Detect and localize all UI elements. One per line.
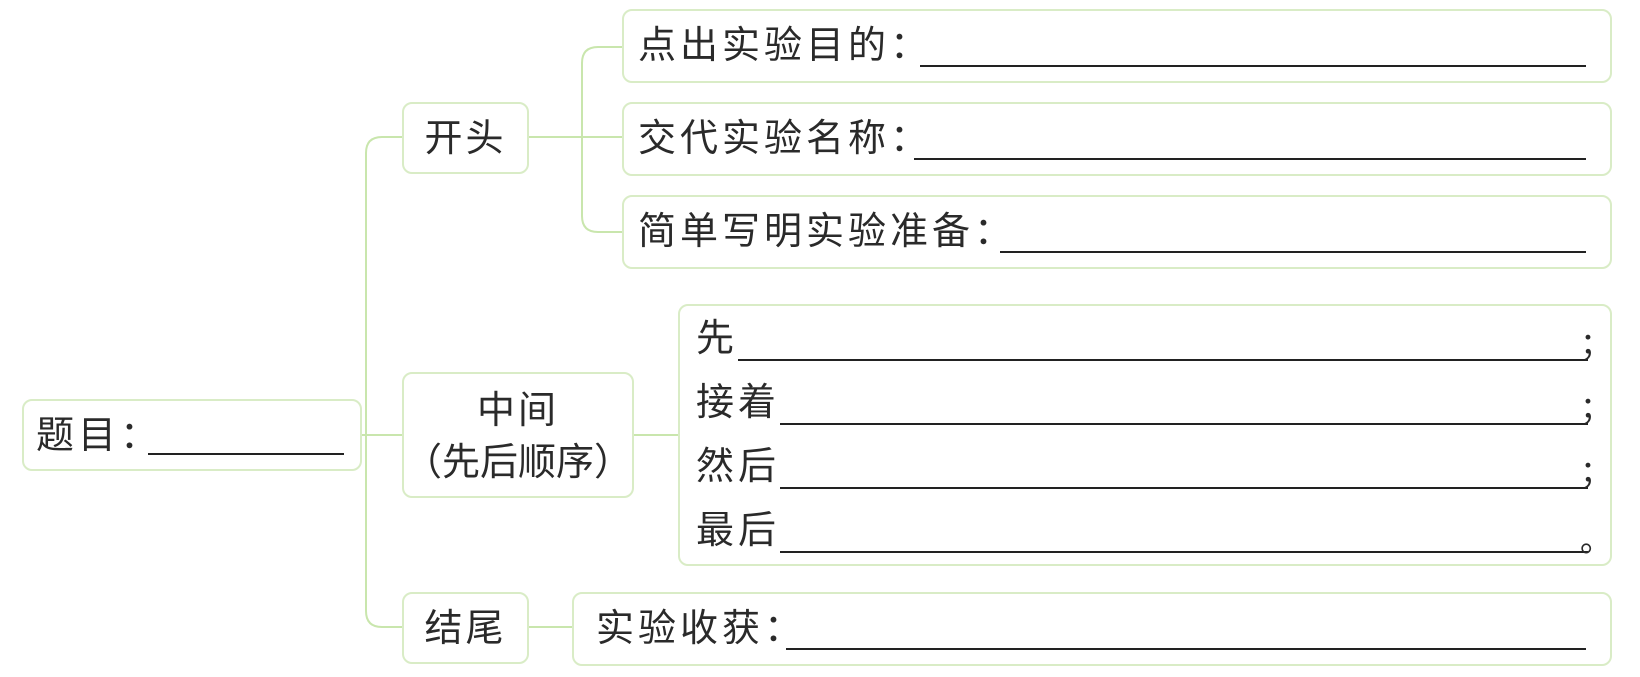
step-end-mark: ； <box>1580 453 1613 491</box>
opening-item-label: 点出实验目的： <box>638 23 933 67</box>
ending-item-label: 实验收获： <box>596 606 807 650</box>
ending-node: 结尾 <box>402 592 529 664</box>
opening-label: 开头 <box>424 116 507 160</box>
name-blank[interactable] <box>914 158 1586 160</box>
root-node: 题目： <box>22 399 362 471</box>
step-label: 然后 <box>696 444 781 488</box>
preparation-blank[interactable] <box>1000 251 1586 253</box>
step-next-blank[interactable] <box>780 423 1588 425</box>
purpose-blank[interactable] <box>920 65 1586 67</box>
middle-label-line1: 中间 <box>476 388 559 432</box>
root-label: 题目： <box>36 413 163 457</box>
middle-node: 中间 （先后顺序） <box>402 372 634 498</box>
middle-label-line2: （先后顺序） <box>403 440 632 484</box>
step-then-blank[interactable] <box>780 487 1588 489</box>
step-label: 接着 <box>696 380 781 424</box>
opening-node: 开头 <box>402 102 529 174</box>
opening-item-name: 交代实验名称： <box>622 102 1612 176</box>
step-label: 先 <box>696 316 739 360</box>
ending-label: 结尾 <box>424 606 507 650</box>
step-last-blank[interactable] <box>780 551 1588 553</box>
ending-item-gains: 实验收获： <box>572 592 1612 666</box>
opening-item-label: 简单写明实验准备： <box>638 209 1017 253</box>
step-end-mark: 。 <box>1580 521 1613 559</box>
middle-steps: 先 ； 接着 ； 然后 ； 最后 。 <box>678 304 1612 566</box>
opening-item-preparation: 简单写明实验准备： <box>622 195 1612 269</box>
opening-item-purpose: 点出实验目的： <box>622 9 1612 83</box>
step-end-mark: ； <box>1580 389 1613 427</box>
gains-blank[interactable] <box>786 648 1586 650</box>
step-label: 最后 <box>696 508 781 552</box>
step-first-blank[interactable] <box>738 359 1588 361</box>
step-end-mark: ； <box>1580 325 1613 363</box>
title-blank[interactable] <box>148 453 344 455</box>
opening-item-label: 交代实验名称： <box>638 116 933 160</box>
